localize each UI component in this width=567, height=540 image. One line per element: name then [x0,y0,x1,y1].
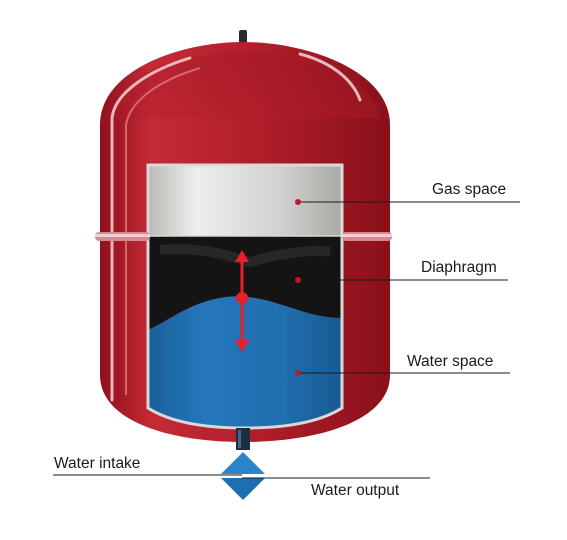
label-water-space: Water space [407,353,494,370]
vessel-highlight [110,56,192,402]
diaphragm-motion-arrow [235,250,249,352]
label-gas-space: Gas space [432,181,507,198]
vessel-highlight [125,67,201,395]
inlet-outlet-valve-icon [221,452,265,500]
label-water-intake: Water intake [54,455,141,472]
label-water-output: Water output [311,482,400,499]
leader-dots [295,199,301,376]
leader-lines [53,201,520,479]
diaphragm-region [148,236,342,330]
diaphragm-sheen [159,244,331,268]
cutaway-interior [146,163,344,430]
vessel-dome-shade [112,52,380,118]
label-diaphragm: Diaphragm [421,259,497,276]
water-space-region [148,296,342,428]
seam-flange [95,232,392,241]
top-valve-stud [239,30,247,46]
vessel-highlight [298,52,362,102]
gas-space-region [148,165,342,236]
